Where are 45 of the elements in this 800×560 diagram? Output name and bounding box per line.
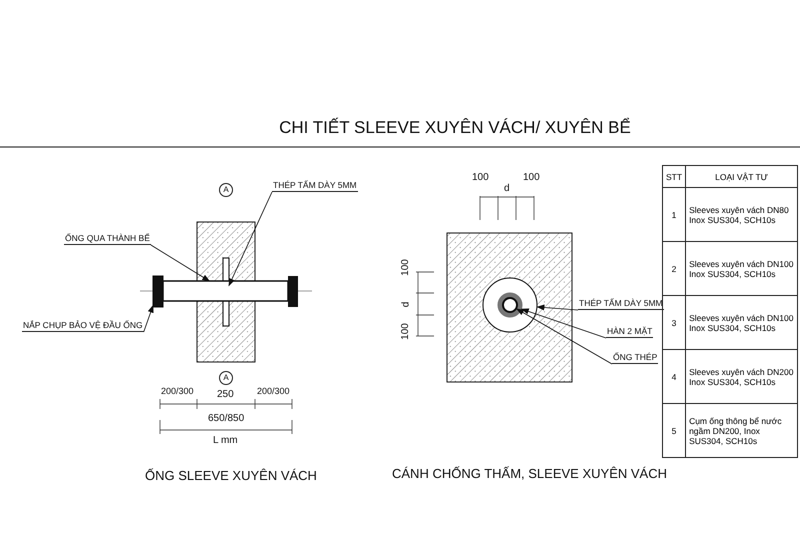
leader-line xyxy=(536,304,578,310)
table-cell: 4 xyxy=(662,350,686,404)
pipe xyxy=(162,280,289,302)
header-cell: LOẠI VẬT TƯ xyxy=(686,166,798,188)
title: CHI TIẾT SLEEVE XUYÊN VÁCH/ XUYÊN BỂ xyxy=(278,118,632,138)
table-cell: 2 xyxy=(662,242,686,296)
dimension-text: 650/850 xyxy=(208,413,244,424)
table-cell: Sleeves xuyên vách DN100 Inox SUS304, SCH10s xyxy=(686,296,798,350)
leader-line xyxy=(150,244,210,282)
drawing-caption: CÁNH CHỐNG THẤM, SLEEVE XUYÊN VÁCH xyxy=(392,466,667,481)
steel-pipe xyxy=(502,297,518,313)
leader-line xyxy=(143,304,154,332)
dimension-text: 200/300 xyxy=(161,386,194,396)
part-label: NẮP CHỤP BẢO VỆ ĐẦU ỐNG xyxy=(22,320,144,332)
dimension-text: 250 xyxy=(217,389,234,400)
section-mark: A xyxy=(219,371,233,385)
table-cell: Sleeves xuyên vách DN200 Inox SUS304, SCH10s xyxy=(686,350,798,404)
table-cell: Sleeves xuyên vách DN80 Inox SUS304, SCH10s xyxy=(686,188,798,242)
dimension-text: 200/300 xyxy=(257,386,290,396)
pipe-cap xyxy=(152,276,164,308)
part-label: HÀN 2 MẶT xyxy=(606,326,654,338)
dimension-text: 100 xyxy=(400,323,411,340)
table-cell: 5 xyxy=(662,404,686,458)
part-label: ỐNG QUA THÀNH BỂ xyxy=(64,233,151,245)
leader-line xyxy=(516,308,612,364)
steel-plate-ring xyxy=(482,278,538,332)
drawing-caption: ỐNG SLEEVE XUYÊN VÁCH xyxy=(145,468,317,483)
table-cell: Cụm ống thông bể nước ngầm DN200, Inox SUS304, SCH10s xyxy=(686,404,798,458)
dimension-text: 100 xyxy=(400,259,411,276)
leader-line xyxy=(228,192,272,286)
section-mark: A xyxy=(219,183,233,197)
part-label: THÉP TẤM DÀY 5MM xyxy=(272,180,358,192)
weld-ring xyxy=(498,292,522,318)
leader-line xyxy=(520,308,606,338)
table-cell: 3 xyxy=(662,296,686,350)
part-label: THÉP TẤM DÀY 5MM xyxy=(578,298,664,310)
header-cell: STT xyxy=(662,166,686,188)
table-cell: 1 xyxy=(662,188,686,242)
dimension-text: d xyxy=(504,183,510,194)
dimension-text: d xyxy=(400,302,412,308)
dimension-text: 100 xyxy=(472,172,489,183)
dimension-text: L mm xyxy=(213,435,238,446)
part-label: ỐNG THÉP xyxy=(612,352,658,364)
table-cell: Sleeves xuyên vách DN100 Inox SUS304, SCH10s xyxy=(686,242,798,296)
dimension-text: 100 xyxy=(523,172,540,183)
